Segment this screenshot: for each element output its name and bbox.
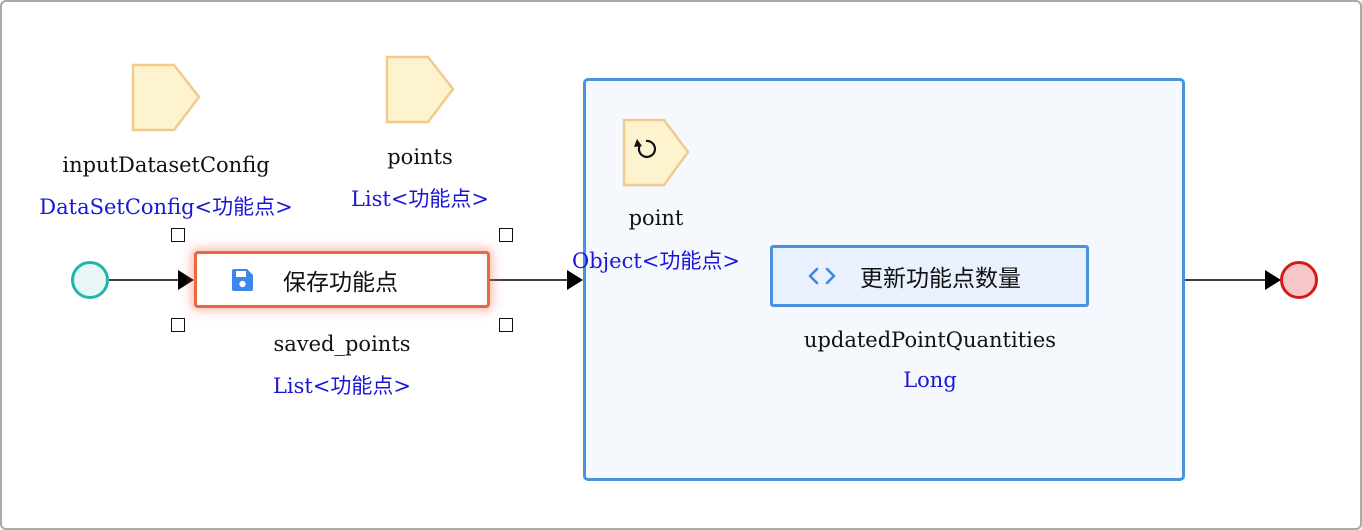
selection-handle-top-right[interactable]	[499, 228, 513, 242]
selection-handle-top-left[interactable]	[171, 228, 185, 242]
task-update-label: 更新功能点数量	[860, 266, 1021, 292]
data-object-point-shape[interactable]	[622, 118, 690, 187]
save-icon	[230, 268, 254, 292]
start-event-icon[interactable]	[71, 261, 109, 299]
task-save-label: 保存功能点	[283, 269, 398, 296]
flow-save-arrowhead	[567, 270, 583, 290]
selection-handle-bottom-right[interactable]	[499, 318, 513, 332]
selection-handle-bottom-left[interactable]	[171, 318, 185, 332]
point-type: Object<功能点>	[572, 249, 740, 273]
input-dataset-config-name: inputDatasetConfig	[62, 153, 270, 177]
code-icon	[808, 266, 838, 286]
data-object-input-dataset-config-shape[interactable]	[131, 63, 201, 132]
saved-points-name: saved_points	[273, 332, 411, 356]
updated-point-quantities-type: Long	[903, 368, 957, 392]
task-save-points[interactable]: 保存功能点	[194, 251, 490, 308]
data-object-points-shape[interactable]	[385, 55, 455, 124]
saved-points-type: List<功能点>	[272, 374, 412, 398]
flow-start-arrowhead	[178, 270, 194, 290]
updated-point-quantities-name: updatedPointQuantities	[803, 328, 1057, 352]
loop-icon	[634, 139, 657, 158]
points-name: points	[387, 145, 453, 169]
points-type: List<功能点>	[350, 187, 490, 211]
point-name: point	[628, 206, 684, 230]
task-update-point-quantities[interactable]: 更新功能点数量	[770, 245, 1089, 307]
end-event-icon[interactable]	[1280, 261, 1318, 299]
input-dataset-config-type: DataSetConfig<功能点>	[39, 195, 293, 219]
flow-end-arrowhead	[1265, 270, 1281, 290]
